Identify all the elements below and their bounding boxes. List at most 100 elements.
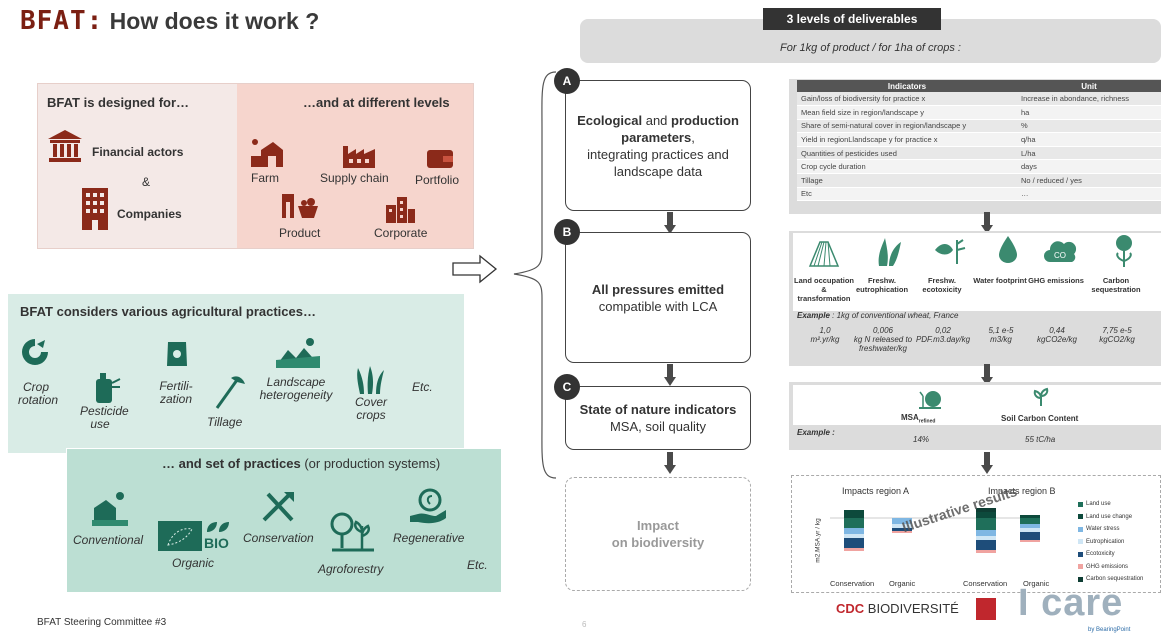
unit-cell: % [1017, 119, 1161, 134]
legend-label: Ecotoxicity [1086, 551, 1115, 558]
arrow-a-b [664, 212, 676, 234]
fertilizer-icon [167, 342, 187, 366]
table-row: Gain/loss of biodiversity for practice x… [797, 92, 1161, 107]
region-a-label: Impacts region A [842, 486, 910, 496]
impact-x-label: Conservation [963, 579, 1008, 588]
practice-fertilization: Fertili- zation [159, 379, 193, 406]
impact-ylabel: m2.MSA.yr / kg [814, 518, 822, 563]
factory-icon [343, 146, 375, 168]
impact-x-label: Organic [889, 579, 916, 588]
eutrophication-icon [878, 238, 901, 266]
step-d-text1: Impact [637, 518, 679, 533]
cdc-bold: CDC [836, 601, 865, 616]
step-b-bold: All pressures emitted [591, 281, 725, 297]
step-a-b1: Ecological [577, 112, 643, 128]
brand-logo: BFAT: [20, 6, 104, 36]
step-a-t2: , [691, 129, 695, 145]
legend-label: Land use change [1086, 513, 1133, 520]
table-row: Etc… [797, 187, 1161, 202]
impact-bar-segment [844, 548, 864, 551]
conservation-icon [262, 492, 294, 522]
legend-swatch [1078, 539, 1083, 545]
impact-bar-segment [976, 550, 996, 553]
indicator-cell: Share of semi-natural cover in region/la… [797, 119, 1017, 134]
indicators-table: Indicators Unit Gain/loss of biodiversit… [797, 80, 1161, 202]
pressure-value: 1,0 m².yr/kg [810, 326, 840, 344]
systems-title-rest: (or production systems) [300, 456, 441, 471]
msa-sub: refined [918, 418, 936, 425]
impact-bar-segment [844, 538, 864, 548]
level-portfolio: Portfolio [415, 173, 460, 187]
impact-bar-segment [1020, 532, 1040, 540]
arrow-state-impact [981, 452, 993, 474]
ecotoxicity-icon [935, 239, 966, 264]
unit-cell: No / reduced / yes [1017, 173, 1161, 188]
impact-bar-segment [844, 518, 864, 528]
carbon-sequestration-icon [1116, 235, 1132, 267]
regenerative-icon [410, 488, 446, 524]
unit-cell: Increase in abondance, richness [1017, 92, 1161, 107]
impact-bar-segment [1020, 518, 1040, 524]
bio-label: BIO [204, 535, 229, 551]
state-example: Example : [797, 428, 835, 437]
step-b-box: All pressures emitted compatible with LC… [565, 232, 751, 363]
pressure-value: 0,006 kg N released to freshwater/kg [853, 326, 913, 353]
impact-bar-segment [1020, 515, 1040, 518]
impact-bar-segment [976, 512, 996, 518]
footer-text: BFAT Steering Committee #3 [37, 617, 167, 628]
step-c-badge: C [554, 374, 580, 400]
state-icons-area [793, 385, 1161, 425]
legend-item: Land use [1078, 498, 1143, 511]
title-text: How does it work ? [109, 8, 320, 34]
legend-label: Carbon sequestration [1086, 576, 1144, 583]
legend-item: Carbon sequestration [1078, 573, 1143, 586]
icare-sub: by BearingPoint [1088, 627, 1131, 633]
systems-title: … and set of practices (or production sy… [162, 456, 440, 471]
step-d-text2: on biodiversity [611, 535, 705, 550]
impact-bar-segment [976, 508, 996, 512]
snail-icon [919, 391, 941, 409]
impact-bar-segment [976, 536, 996, 540]
impact-bar-segment [1020, 528, 1040, 532]
companies-label: Companies [117, 207, 182, 221]
legend-swatch [1078, 576, 1083, 582]
impact-bar-segment [892, 524, 912, 528]
step-a-b2: production parameters [621, 112, 739, 145]
pressure-value: 0,44 kgCO2e/kg [1036, 326, 1078, 344]
land-occupation-icon [808, 241, 840, 267]
svg-text:CO: CO [1054, 251, 1066, 260]
impact-bar-segment [844, 528, 864, 534]
landscape-icon [276, 338, 320, 368]
pressure-value: 0,02 PDF.m3.day/kg [915, 326, 971, 344]
impact-bar-segment [976, 530, 996, 536]
practice-etc: Etc. [412, 380, 433, 394]
pressure-label: Freshw. ecotoxicity [922, 276, 962, 294]
icare-logo: I care [1018, 582, 1124, 624]
legend-item: GHG emissions [1078, 561, 1143, 574]
system-organic: Organic [172, 556, 215, 570]
unit-header: Unit [1017, 80, 1161, 92]
ampersand: & [142, 175, 151, 189]
impact-x-label: Organic [1023, 579, 1050, 588]
soil-value: 55 tC/ha [1025, 435, 1056, 444]
arrow-b-c [664, 364, 676, 386]
conventional-icon [92, 492, 128, 526]
unit-cell: … [1017, 187, 1161, 202]
msa-label: MSArefined [901, 413, 935, 425]
msa-text: MSA [901, 413, 919, 422]
brace-icon [513, 71, 557, 479]
pressures-example-bold: Example [797, 311, 830, 320]
indicator-cell: Mean field size in region/landscape y [797, 105, 1017, 120]
financial-actors-label: Financial actors [92, 145, 184, 159]
legend-swatch [1078, 564, 1083, 570]
level-farm: Farm [251, 171, 279, 185]
crop-rotation-icon [22, 339, 48, 365]
legend-swatch [1078, 501, 1083, 507]
step-c-bold: State of nature indicators [579, 402, 737, 417]
cdc-rest: BIODIVERSITÉ [864, 601, 959, 616]
legend-swatch [1078, 526, 1083, 532]
impact-bar-segment [892, 531, 912, 533]
arrow-pressures-state [981, 364, 993, 386]
deliverables-subtitle: For 1kg of product / for 1ha of crops : [780, 42, 961, 54]
